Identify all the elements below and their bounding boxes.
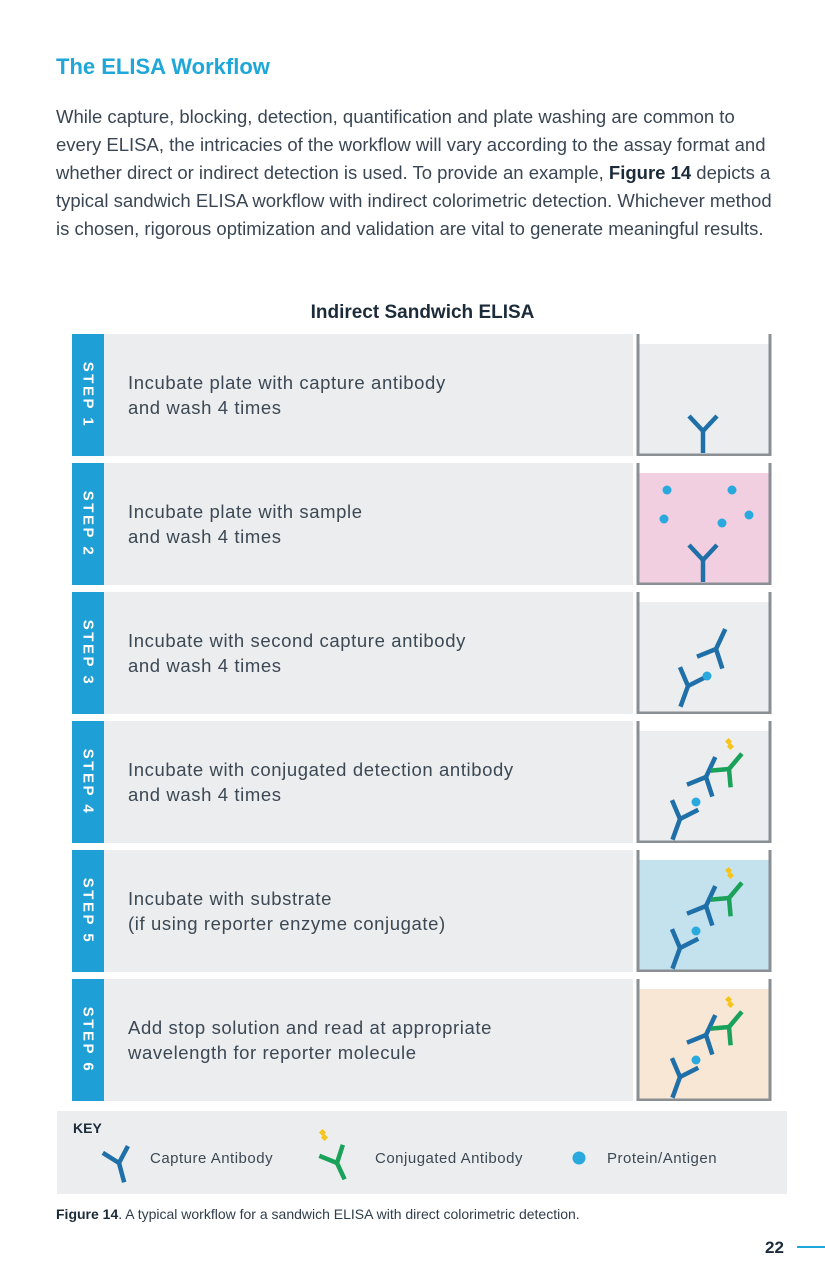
step-1-row: STEP 1 Incubate plate with capture antib… xyxy=(72,334,772,456)
step-label: STEP 2 xyxy=(80,491,97,557)
well-fill xyxy=(639,602,769,712)
protein-antigen-icon xyxy=(692,927,701,936)
protein-antigen-icon xyxy=(718,519,727,528)
capture-antibody-icon xyxy=(101,1143,137,1185)
step-body: Incubate with second capture antibody an… xyxy=(104,592,633,714)
step-5-row: STEP 5 Incubate with substrate (if using… xyxy=(72,850,772,972)
protein-antigen-icon xyxy=(728,486,737,495)
step-3-row: STEP 3 Incubate with second capture anti… xyxy=(72,592,772,714)
step-body: Incubate with substrate (if using report… xyxy=(104,850,633,972)
step-text: Incubate with second capture antibody an… xyxy=(128,628,628,678)
well-fill xyxy=(639,731,769,841)
key-label: KEY xyxy=(73,1120,102,1136)
step-body: Incubate plate with capture antibody and… xyxy=(104,334,633,456)
protein-antigen-icon xyxy=(692,1056,701,1065)
caption-text: . A typical workflow for a sandwich ELIS… xyxy=(118,1206,579,1222)
page-title: The ELISA Workflow xyxy=(56,54,270,80)
step-tab: STEP 2 xyxy=(72,463,104,585)
well-illustration xyxy=(636,721,772,843)
step-tab: STEP 4 xyxy=(72,721,104,843)
legend-key: KEY Capture Antibody Conjugated Antibody… xyxy=(57,1111,787,1194)
step-text: Add stop solution and read at appropriat… xyxy=(128,1015,628,1065)
intro-figure-ref: Figure 14 xyxy=(609,162,691,183)
page-number-rule xyxy=(797,1246,825,1248)
well-fill xyxy=(639,860,769,970)
step-text: Incubate with substrate (if using report… xyxy=(128,886,628,936)
key-protein-antigen-label: Protein/Antigen xyxy=(607,1150,717,1167)
protein-antigen-icon xyxy=(745,511,754,520)
step-label: STEP 4 xyxy=(80,749,97,815)
protein-antigen-icon xyxy=(692,798,701,807)
conjugated-antibody-icon xyxy=(315,1127,365,1187)
step-tab: STEP 3 xyxy=(72,592,104,714)
well-illustration xyxy=(636,592,772,714)
step-tab: STEP 1 xyxy=(72,334,104,456)
step-label: STEP 3 xyxy=(80,620,97,686)
protein-antigen-icon xyxy=(660,515,669,524)
well-illustration xyxy=(636,979,772,1101)
step-2-row: STEP 2 Incubate plate with sample and wa… xyxy=(72,463,772,585)
well-illustration xyxy=(636,850,772,972)
key-capture-antibody-label: Capture Antibody xyxy=(150,1150,273,1167)
step-body: Incubate plate with sample and wash 4 ti… xyxy=(104,463,633,585)
intro-paragraph: While capture, blocking, detection, quan… xyxy=(56,103,776,243)
step-label: STEP 5 xyxy=(80,878,97,944)
step-body: Incubate with conjugated detection antib… xyxy=(104,721,633,843)
protein-antigen-icon xyxy=(571,1150,587,1166)
well-illustration xyxy=(636,463,772,585)
step-6-row: STEP 6 Add stop solution and read at app… xyxy=(72,979,772,1101)
step-4-row: STEP 4 Incubate with conjugated detectio… xyxy=(72,721,772,843)
figure-caption: Figure 14. A typical workflow for a sand… xyxy=(56,1206,580,1222)
key-conjugated-antibody-label: Conjugated Antibody xyxy=(375,1150,523,1167)
well-illustration xyxy=(636,334,772,456)
caption-figure-ref: Figure 14 xyxy=(56,1206,118,1222)
protein-antigen-icon xyxy=(663,486,672,495)
step-text: Incubate plate with capture antibody and… xyxy=(128,370,628,420)
step-tab: STEP 6 xyxy=(72,979,104,1101)
step-label: STEP 6 xyxy=(80,1007,97,1073)
step-text: Incubate plate with sample and wash 4 ti… xyxy=(128,499,628,549)
protein-antigen-icon xyxy=(703,672,712,681)
step-text: Incubate with conjugated detection antib… xyxy=(128,757,628,807)
diagram-title: Indirect Sandwich ELISA xyxy=(0,302,825,324)
step-tab: STEP 5 xyxy=(72,850,104,972)
page-number: 22 xyxy=(765,1238,784,1258)
step-body: Add stop solution and read at appropriat… xyxy=(104,979,633,1101)
step-label: STEP 1 xyxy=(80,362,97,428)
well-fill xyxy=(639,989,769,1099)
